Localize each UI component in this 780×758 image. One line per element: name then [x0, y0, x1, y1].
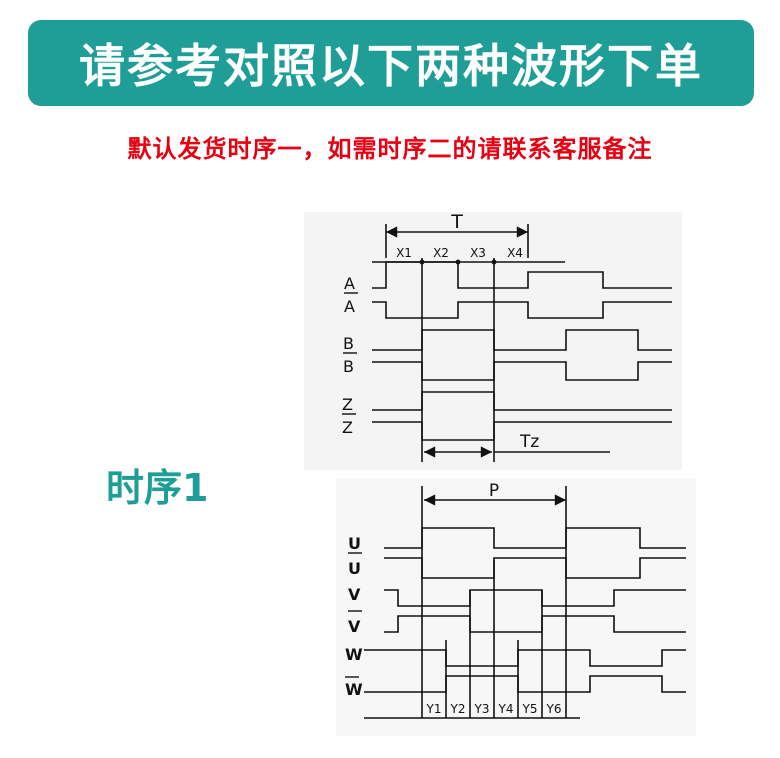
sample-dot-x1	[419, 259, 425, 265]
banner-title: 请参考对照以下两种波形下单	[79, 39, 703, 93]
y-label-5: Y5	[522, 702, 538, 716]
signal-label-z: Z	[342, 395, 353, 414]
signal-label-a-bar: A	[344, 297, 355, 316]
y-label-3: Y3	[474, 702, 490, 716]
tz-label: Tz	[519, 432, 539, 452]
signal-label-z-bar: Z	[342, 418, 353, 437]
signal-label-u-bar: U	[348, 559, 361, 578]
timing-notice: 默认发货时序一，如需时序二的请联系客服备注	[127, 135, 653, 163]
waveform-diagram: T X1 X2 X3 X4 A A B B Z Z Tz P U U V V W…	[300, 211, 702, 742]
period-p-label: P	[489, 481, 499, 501]
top-diagram-panel	[304, 212, 682, 470]
waveform-svg: T X1 X2 X3 X4 A A B B Z Z Tz P U U V V W…	[304, 211, 696, 736]
signal-label-w: W	[345, 645, 363, 664]
y-label-2: Y2	[450, 702, 466, 716]
signal-label-w-bar: W	[345, 680, 363, 699]
signal-label-u: U	[348, 534, 361, 553]
signal-u-bar-wave	[384, 557, 686, 579]
signal-label-v: V	[348, 585, 361, 604]
signal-v-wave	[384, 589, 686, 607]
y-label-6: Y6	[546, 702, 562, 716]
y-label-1: Y1	[426, 702, 442, 716]
sample-dot-x2	[455, 259, 461, 265]
signal-z-wave	[372, 391, 672, 411]
x-label-2: X2	[433, 246, 449, 260]
signal-label-v-bar: V	[348, 617, 361, 636]
signal-z-bar-wave	[372, 421, 672, 441]
signal-label-a: A	[344, 274, 355, 293]
signal-u-wave	[384, 527, 686, 549]
signal-v-bar-wave	[384, 615, 686, 633]
bottom-diagram-panel	[336, 478, 696, 736]
x-label-4: X4	[507, 246, 523, 260]
y-label-4: Y4	[498, 702, 514, 716]
signal-a-wave	[372, 261, 672, 289]
sample-dot-x3	[491, 259, 497, 265]
title-banner: 请参考对照以下两种波形下单	[28, 20, 754, 106]
signal-label-b: B	[343, 334, 354, 353]
x-label-3: X3	[470, 246, 486, 260]
signal-a-bar-wave	[372, 301, 672, 319]
x-label-1: X1	[396, 246, 412, 260]
sequence-label: 时序1	[106, 466, 209, 510]
period-t-label: T	[450, 212, 463, 233]
signal-label-b-bar: B	[343, 357, 354, 376]
